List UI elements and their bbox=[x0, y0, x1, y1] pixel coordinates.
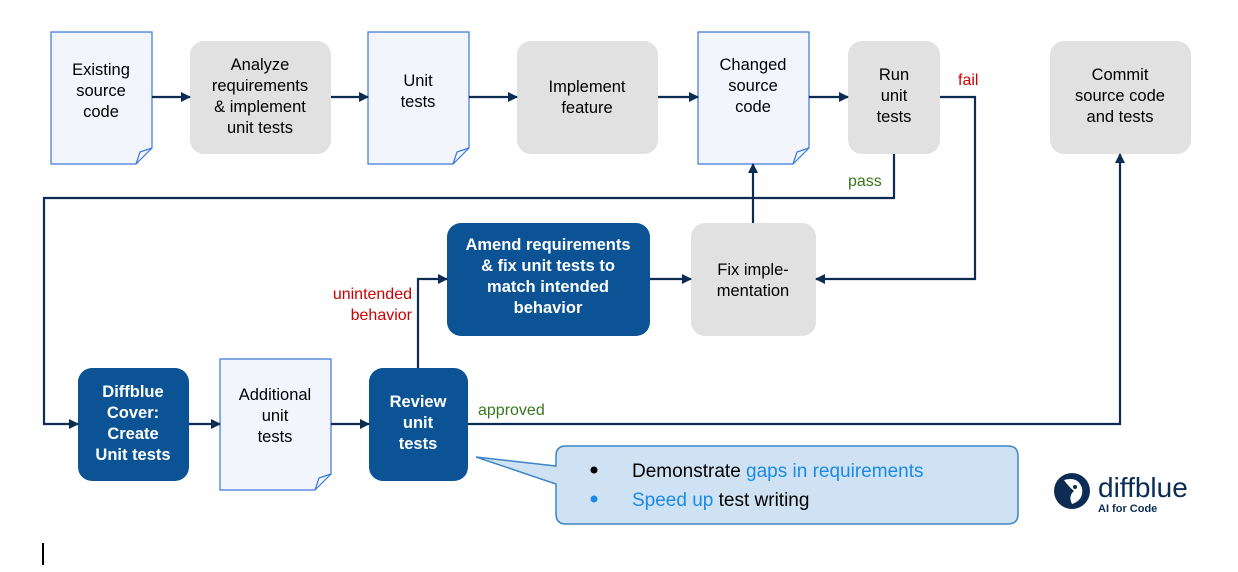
run-tests-label-1: Run bbox=[879, 66, 909, 84]
approved-label: approved bbox=[478, 402, 545, 419]
run-tests-label-2: unit bbox=[881, 87, 908, 105]
commit-node: Commit source code and tests bbox=[1050, 41, 1191, 154]
additional-label-2: unit bbox=[262, 407, 289, 425]
callout-line-1-highlight: gaps in requirements bbox=[746, 461, 923, 482]
unintended-label-1: unintended bbox=[333, 286, 412, 303]
amend-requirements-node: Amend requirements & fix unit tests to m… bbox=[447, 223, 650, 336]
unit-tests-label-1: Unit bbox=[403, 72, 433, 90]
existing-source-label-3: code bbox=[83, 103, 119, 121]
review-label-3: tests bbox=[399, 435, 438, 453]
fix-impl-label-1: Fix imple- bbox=[717, 261, 789, 279]
existing-source-label-1: Existing bbox=[72, 61, 130, 79]
arrow-fail-to-fix bbox=[815, 95, 977, 284]
unit-tests-label-2: tests bbox=[401, 93, 436, 111]
diffblue-logo-icon bbox=[1054, 473, 1090, 509]
fail-label: fail bbox=[958, 72, 978, 89]
fix-implementation-node: Fix imple- mentation bbox=[691, 223, 816, 336]
amend-label-3: match intended bbox=[487, 278, 609, 296]
callout-bullet-2 bbox=[590, 495, 598, 503]
arrow-approved-to-commit bbox=[468, 153, 1125, 426]
logo-tagline: AI for Code bbox=[1098, 503, 1157, 515]
analyze-label-1: Analyze bbox=[231, 56, 290, 74]
analyze-label-3: & implement bbox=[214, 98, 306, 116]
analyze-label-4: unit tests bbox=[227, 119, 293, 137]
run-tests-label-3: tests bbox=[877, 108, 912, 126]
amend-label-1: Amend requirements bbox=[465, 236, 630, 254]
arrow-pass-to-diffblue bbox=[42, 154, 896, 429]
commit-label-3: and tests bbox=[1087, 108, 1154, 126]
implement-label-1: Implement bbox=[548, 78, 625, 96]
callout-line-2-plain: test writing bbox=[713, 490, 809, 511]
unit-tests-node: Unit tests bbox=[367, 31, 470, 165]
implement-label-2: feature bbox=[561, 99, 612, 117]
diffblue-cover-node: Diffblue Cover: Create Unit tests bbox=[78, 368, 189, 481]
diffblue-cover-label-3: Create bbox=[107, 425, 158, 443]
changed-source-label-2: source bbox=[728, 77, 778, 95]
review-label-2: unit bbox=[403, 414, 434, 432]
additional-unit-tests-node: Additional unit tests bbox=[219, 358, 332, 491]
review-label-1: Review bbox=[390, 393, 447, 411]
diffblue-cover-label-1: Diffblue bbox=[102, 383, 163, 401]
existing-source-label-2: source bbox=[76, 82, 126, 100]
callout-line-2-highlight: Speed up bbox=[632, 490, 713, 511]
run-unit-tests-node: Run unit tests bbox=[848, 41, 940, 154]
analyze-requirements-node: Analyze requirements & implement unit te… bbox=[190, 41, 331, 154]
connectors bbox=[42, 92, 1125, 429]
diffblue-cover-label-2: Cover: bbox=[107, 404, 159, 422]
callout: Demonstrate gaps in requirements Speed u… bbox=[475, 445, 1019, 525]
diffblue-logo: diffblue AI for Code bbox=[1054, 472, 1188, 515]
existing-source-code-node: Existing source code bbox=[50, 31, 153, 165]
changed-source-label-1: Changed bbox=[720, 56, 787, 74]
arrow-review-to-amend bbox=[416, 274, 448, 368]
fix-impl-label-2: mentation bbox=[717, 282, 789, 300]
unintended-label-2: behavior bbox=[351, 307, 413, 324]
diffblue-cover-label-4: Unit tests bbox=[95, 446, 170, 464]
callout-line-1-plain: Demonstrate bbox=[632, 461, 746, 482]
changed-source-label-3: code bbox=[735, 98, 771, 116]
changed-source-code-node: Changed source code bbox=[697, 31, 810, 165]
additional-label-1: Additional bbox=[239, 386, 311, 404]
amend-label-4: behavior bbox=[514, 299, 583, 317]
callout-line-2: Speed up test writing bbox=[632, 490, 809, 511]
amend-label-2: & fix unit tests to bbox=[481, 257, 615, 275]
callout-bullet-1 bbox=[590, 466, 598, 474]
logo-name: diffblue bbox=[1098, 472, 1188, 503]
commit-label-2: source code bbox=[1075, 87, 1165, 105]
callout-line-1: Demonstrate gaps in requirements bbox=[632, 461, 923, 482]
analyze-label-2: requirements bbox=[212, 77, 308, 95]
pass-label: pass bbox=[848, 173, 882, 190]
additional-label-3: tests bbox=[258, 428, 293, 446]
commit-label-1: Commit bbox=[1092, 66, 1149, 84]
review-unit-tests-node: Review unit tests bbox=[369, 368, 468, 481]
implement-feature-node: Implement feature bbox=[517, 41, 658, 154]
